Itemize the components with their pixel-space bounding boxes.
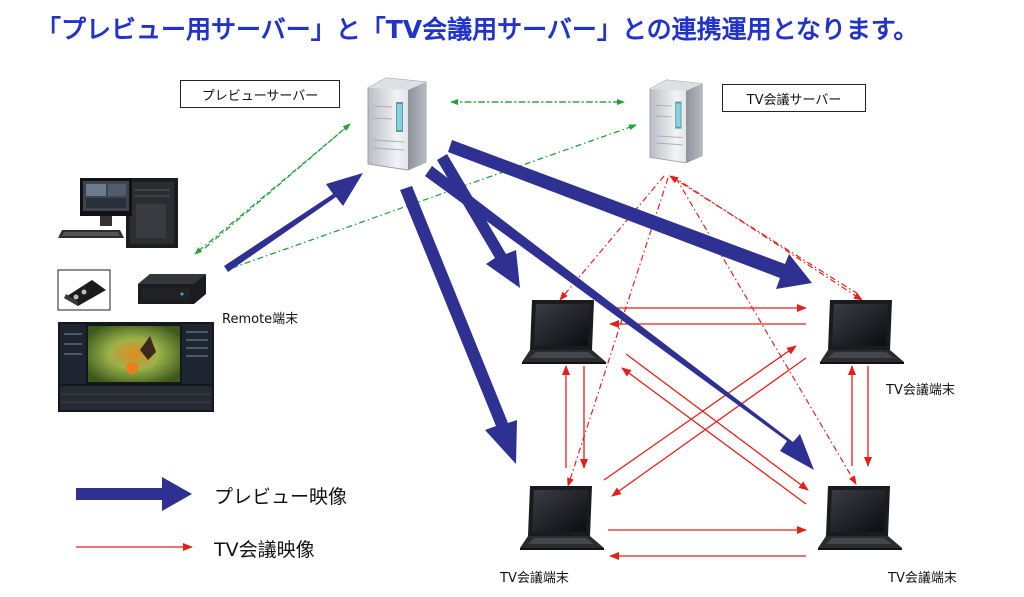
tv-terminal-label-top-right: TV会議端末	[886, 383, 955, 398]
preview-server-label: プレビューサーバー	[180, 80, 340, 108]
editing-screen-icon	[58, 322, 214, 412]
laptop-icon-bottom-left	[520, 486, 604, 550]
control-link-preview-server-to-remote	[194, 125, 349, 255]
remote-terminal-label: Remote端末	[222, 312, 299, 327]
tv-server-icon	[649, 79, 703, 164]
preview-server-icon	[367, 77, 427, 171]
tv-arrow-diag-bl-tr	[603, 345, 797, 481]
tv-terminal-label-bottom-right: TV会議端末	[888, 571, 957, 586]
laptop-icon-top-right	[820, 300, 904, 364]
legend-tv-label: TV会議映像	[214, 539, 315, 561]
laptop-icon-top-left	[522, 300, 606, 364]
control-links	[194, 99, 637, 269]
tv-server-link-return	[669, 175, 859, 295]
tv-server-link-bottom-right	[675, 177, 857, 485]
tv-server-link-top-right	[671, 175, 863, 301]
tv-video-arrows	[562, 304, 872, 560]
control-link-remote-to-preview-server	[204, 123, 351, 249]
tv-server-label: TV会議サーバー	[722, 84, 866, 112]
mini-pc-icon	[138, 274, 206, 304]
preview-arrow-to-bottom-right	[425, 166, 814, 470]
laptop-icon-bottom-right	[818, 486, 902, 550]
tv-arrow-diag-br-tl	[621, 367, 807, 505]
tv-terminal-label-bottom-left: TV会議端末	[500, 571, 569, 586]
preview-arrow-to-top-right	[448, 140, 812, 289]
page-title: 「プレビュー用サーバー」と「TV会議用サーバー」との連携運用となります。	[36, 15, 919, 44]
preview-arrow-remote-to-server	[224, 173, 363, 272]
preview-video-arrows	[224, 140, 814, 470]
tv-arrow-diag-tr-bl	[611, 357, 807, 497]
capture-device-icon	[57, 269, 111, 311]
tv-server-links	[559, 175, 863, 487]
legend-preview-arrow	[76, 477, 192, 511]
legend	[76, 477, 193, 551]
legend-preview-label: プレビュー映像	[214, 486, 348, 508]
control-link-remote-to-tv-server	[231, 124, 637, 269]
preview-arrow-to-bottom-left	[400, 186, 517, 464]
workstation-icon	[58, 178, 178, 248]
